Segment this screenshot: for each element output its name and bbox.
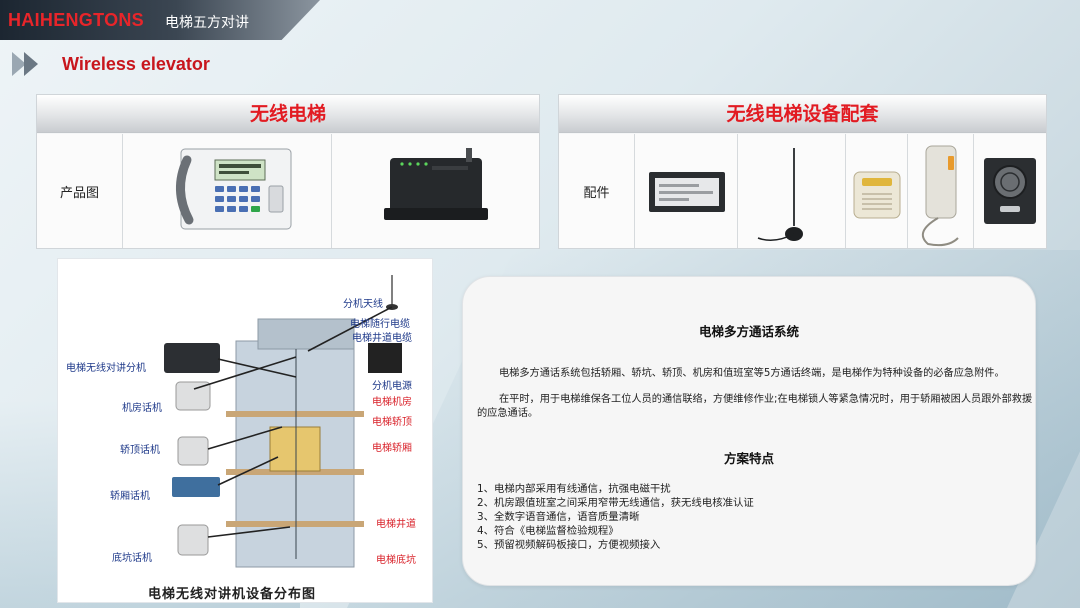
- chevron-right-icon: [24, 52, 38, 76]
- panel-title: 无线电梯设备配套: [559, 95, 1046, 133]
- feature-item: 1、电梯内部采用有线通信，抗强电磁干扰: [477, 483, 671, 495]
- label-machine-room: 电梯机房: [372, 397, 412, 408]
- header-subtitle: 电梯五方对讲: [165, 15, 249, 31]
- feature-item: 2、机房跟值班室之间采用窄带无线通信，获无线电核准认证: [477, 497, 754, 509]
- label-shaft-cable: 电梯井道电缆: [352, 333, 412, 344]
- accessory-cell: [846, 134, 908, 248]
- label-power: 分机电源: [372, 381, 412, 392]
- row-label: 产品图: [37, 134, 123, 248]
- product-image-cell: [123, 134, 332, 248]
- desk-phone-icon: [175, 148, 292, 230]
- features-title: 方案特点: [723, 451, 774, 466]
- panel-title: 无线电梯: [37, 95, 539, 133]
- wireless-module-icon: [384, 148, 488, 220]
- antenna-icon: [757, 148, 803, 241]
- product-panel-accessories: 无线电梯设备配套 配件: [558, 94, 1047, 249]
- device-distribution-figure: 分机天线 电梯随行电缆 电梯井道电缆 电梯无线对讲分机 机房话机 分机电源 电梯…: [57, 258, 433, 603]
- label-antenna: 分机天线: [343, 299, 383, 310]
- label-pit: 电梯底坑: [376, 555, 416, 566]
- feature-item: 3、全数字语音通信，语音质量清晰: [477, 511, 640, 523]
- label-car: 电梯轿厢: [372, 443, 412, 454]
- wall-phone-icon: [921, 145, 959, 247]
- feature-item: 5、预留视频解码板接口，方便视频接入: [477, 539, 661, 551]
- label-intercom-unit: 电梯无线对讲分机: [66, 363, 146, 374]
- chevron-right-icon: [12, 52, 26, 76]
- row-label: 配件: [559, 134, 635, 248]
- label-pit-phone: 底坑话机: [112, 553, 152, 564]
- system-title: 电梯多方通话系统: [698, 324, 799, 339]
- header-bar: HAIHENGTONS 电梯五方对讲: [0, 0, 320, 40]
- section-title: Wireless elevator: [62, 54, 210, 74]
- feature-item: 4、符合《电梯监督检验规程》: [477, 525, 619, 537]
- brand-logo-text: HAIHENGTONS: [8, 10, 144, 30]
- intercom-grille-icon: [984, 158, 1036, 224]
- accessory-cell: [635, 134, 738, 248]
- label-car-roof: 电梯轿顶: [372, 417, 412, 428]
- label-trailing-cable: 电梯随行电缆: [350, 319, 410, 330]
- system-paragraph-1: 电梯多方通话系统包括轿厢、轿坑、轿顶、机房和值班室等5方通话终端，是电梯作为特种…: [499, 368, 1005, 379]
- label-shaft: 电梯井道: [376, 519, 416, 530]
- speaker-box-icon: [853, 171, 901, 219]
- label-car-roof-phone: 轿顶话机: [120, 445, 160, 456]
- product-image-cell: [332, 134, 539, 248]
- figure-caption: 电梯无线对讲机设备分布图: [148, 587, 317, 602]
- label-machine-room-phone: 机房话机: [122, 403, 162, 414]
- elevator-shaft-illustration: [164, 275, 402, 568]
- panel-body: 配件: [559, 134, 1046, 248]
- product-panel-wireless-elevator: 无线电梯 产品图: [36, 94, 540, 249]
- system-info-card: 电梯多方通话系统 电梯多方通话系统包括轿厢、轿坑、轿顶、机房和值班室等5方通话终…: [462, 276, 1036, 586]
- panel-body: 产品图: [37, 134, 539, 248]
- accessory-cell: [908, 134, 974, 248]
- accessory-cell: [738, 134, 846, 248]
- accessory-cell: [974, 134, 1046, 248]
- label-car-phone: 轿厢话机: [110, 491, 150, 502]
- display-panel-icon: [649, 172, 725, 212]
- system-paragraph-2: 在平时，用于电梯维保各工位人员的通信联络，方便维修作业;在电梯锁人等紧急情况时，…: [477, 394, 1033, 419]
